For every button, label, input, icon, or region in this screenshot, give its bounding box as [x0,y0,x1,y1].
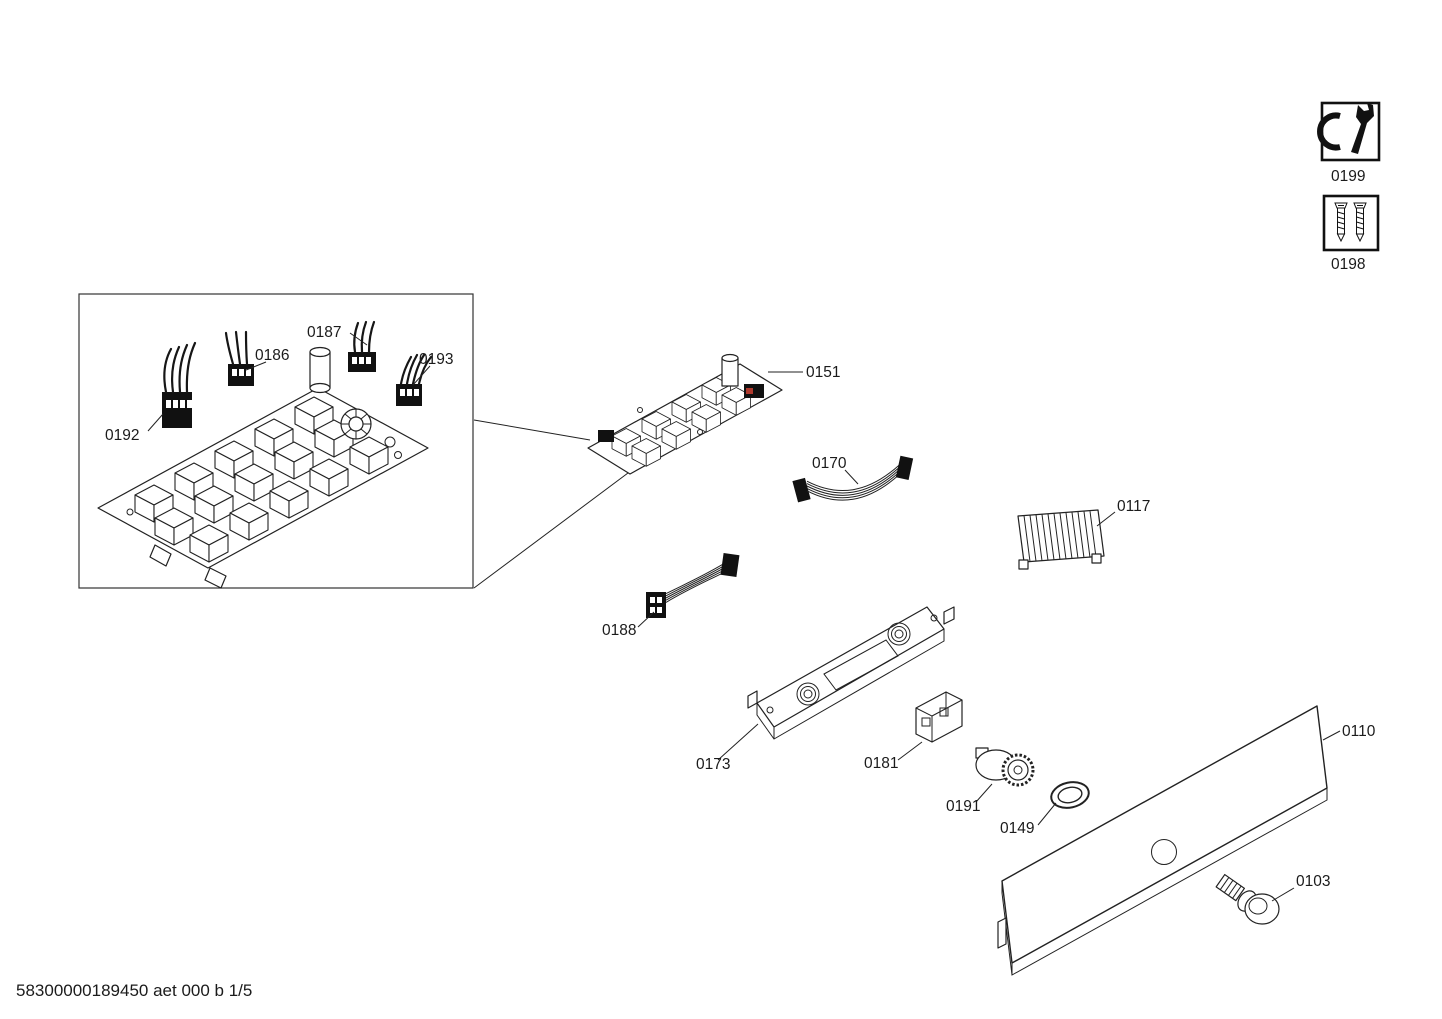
board-hole [126,508,134,516]
mounting-foot [1018,559,1029,570]
power-module-board-0151 [587,353,783,475]
leader-0186 [245,361,267,371]
mounting-foot [204,567,227,589]
callout-0149: 0149 [1000,820,1034,837]
cable-harness-0170 [792,455,914,503]
service-tool-icon [1317,101,1381,162]
capacitor-icon [309,346,331,394]
zoom-reference-lines [473,419,633,589]
connector-0192 [162,341,197,428]
board-hole [637,407,643,413]
connector-0187 [348,320,376,372]
seal-ring-0149 [1050,781,1090,809]
callout-0170: 0170 [812,455,847,472]
leader-0188 [637,611,655,628]
mounting-foot [1091,553,1102,564]
board-connector [598,430,614,442]
capacitor-icon [721,353,739,387]
display-window [823,639,899,691]
end-tab [747,690,758,709]
leader-0149 [1037,802,1057,826]
bracket-0181 [915,691,963,743]
screw-boss [930,614,938,622]
leader-0173 [717,723,759,761]
callout-0192: 0192 [105,427,139,444]
callout-0187: 0187 [307,324,341,341]
leader-0103 [1271,887,1295,902]
board-hole [697,429,703,435]
board-hole [394,451,402,459]
leader-0110 [1322,730,1341,741]
cable-connector [895,455,914,481]
leader-0117 [1096,511,1116,527]
knob-hole [1151,839,1177,865]
callout-0188: 0188 [602,622,636,639]
screw-boss [766,706,774,714]
callout-0110: 0110 [1342,723,1376,740]
heatsink-0117 [1017,509,1105,570]
screws-icon [1322,194,1380,252]
control-panel-0110 [997,705,1328,976]
end-tab [943,606,955,625]
leader-0191 [975,783,993,803]
callout-labels: 0199 0198 0187 0186 0193 0192 0151 0170 … [105,168,1376,890]
clamp-shape [1317,112,1341,151]
leader-0170 [844,469,859,485]
board-connector [744,384,764,398]
callout-0198: 0198 [1331,256,1365,273]
board-hole [384,436,396,448]
cable-connector [792,477,811,503]
panel-clip [997,917,1007,949]
knob-0103 [1215,873,1280,925]
cable-connector [646,592,666,618]
callout-0186: 0186 [255,347,289,364]
control-module-support-0173 [747,606,955,740]
leader-0193 [412,365,431,386]
lamp-holder-0191 [975,747,1035,787]
spring-coil-icon [796,682,820,706]
callout-0193: 0193 [419,351,453,368]
cable-connector [720,552,740,578]
power-module-board-large [97,320,433,589]
callout-0199: 0199 [1331,168,1365,185]
callout-0103: 0103 [1296,873,1330,890]
leader-0181 [897,741,923,761]
leader-0192 [147,413,164,432]
mounting-foot [149,544,172,567]
callout-0173: 0173 [696,756,730,773]
toroid-coil-icon [340,408,372,440]
leader-0187 [349,332,368,346]
cable-harness-0188 [646,552,740,618]
spring-coil-icon [887,622,911,646]
wrench-icon [1351,103,1374,154]
connector-0193 [396,353,433,406]
callout-0151: 0151 [806,364,840,381]
drawing-number: 58300000189450 aet 000 b 1/5 [16,981,252,1000]
leader-lines [147,332,1341,902]
callout-0191: 0191 [946,798,980,815]
callout-0181: 0181 [864,755,898,772]
callout-0117: 0117 [1117,498,1150,515]
